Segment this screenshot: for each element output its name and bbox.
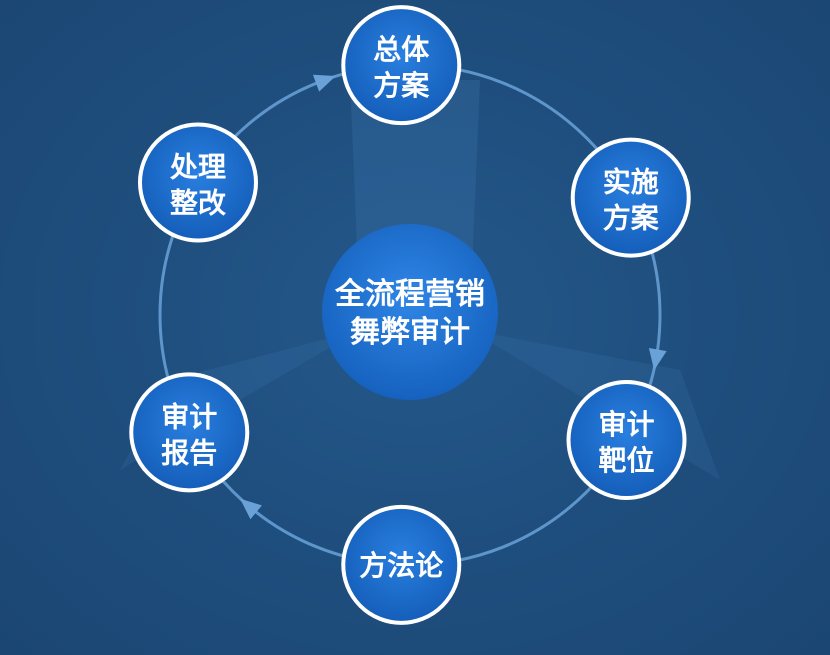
flow-arrow-icon <box>648 347 667 371</box>
flow-arrow-icon <box>312 74 336 92</box>
node-label-line: 审计 <box>161 400 217 433</box>
center-label-line: 舞弊审计 <box>350 315 470 350</box>
flow-arrow-icon <box>240 498 262 520</box>
node-label-line: 处理 <box>169 151 226 184</box>
node-label-line: 实施 <box>603 166 659 199</box>
node-label-line: 方案 <box>373 69 430 102</box>
center-label-line: 全流程营销 <box>334 277 485 312</box>
node-label-line: 总体 <box>373 33 430 66</box>
node-label-line: 整改 <box>170 187 226 220</box>
node-label-line: 方法论 <box>359 549 444 582</box>
node-label-line: 方案 <box>603 202 660 235</box>
node-label-line: 靶位 <box>598 444 654 477</box>
node-methodology: 方法论 <box>341 504 462 625</box>
node-label-line: 审计 <box>598 408 654 441</box>
node-label-line: 报告 <box>161 436 217 469</box>
